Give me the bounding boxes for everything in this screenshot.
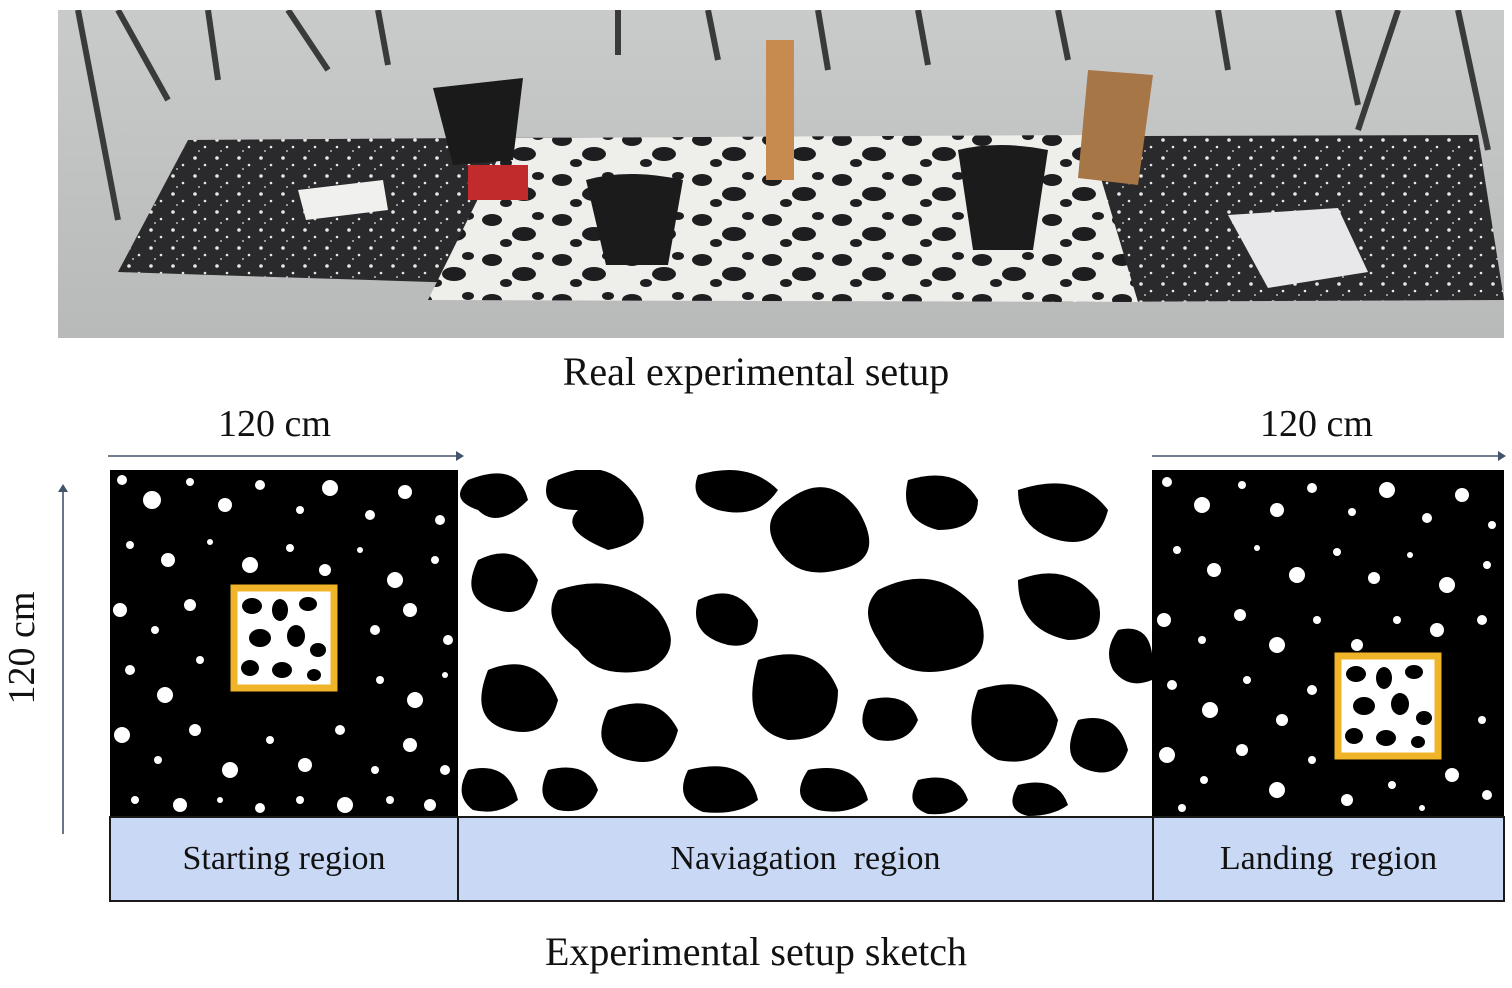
navigation-region-label: Naviagation region <box>457 816 1154 902</box>
landing-region-tile <box>1152 470 1504 816</box>
right-width-arrow <box>1152 451 1506 461</box>
height-arrow <box>58 484 68 834</box>
left-width-arrow <box>108 451 464 461</box>
navigation-region-tile <box>458 470 1152 816</box>
sketch-caption: Experimental setup sketch <box>544 929 968 974</box>
right-width-label: 120 cm <box>1260 403 1373 445</box>
photo-caption: Real experimental setup <box>562 349 950 394</box>
height-label: 120 cm <box>1 591 43 705</box>
starting-region-label: Starting region <box>109 816 459 902</box>
real-setup-photo <box>58 10 1504 338</box>
left-width-label: 120 cm <box>218 403 331 445</box>
starting-region-tile <box>110 470 458 816</box>
landing-region-label: Landing region <box>1152 816 1505 902</box>
